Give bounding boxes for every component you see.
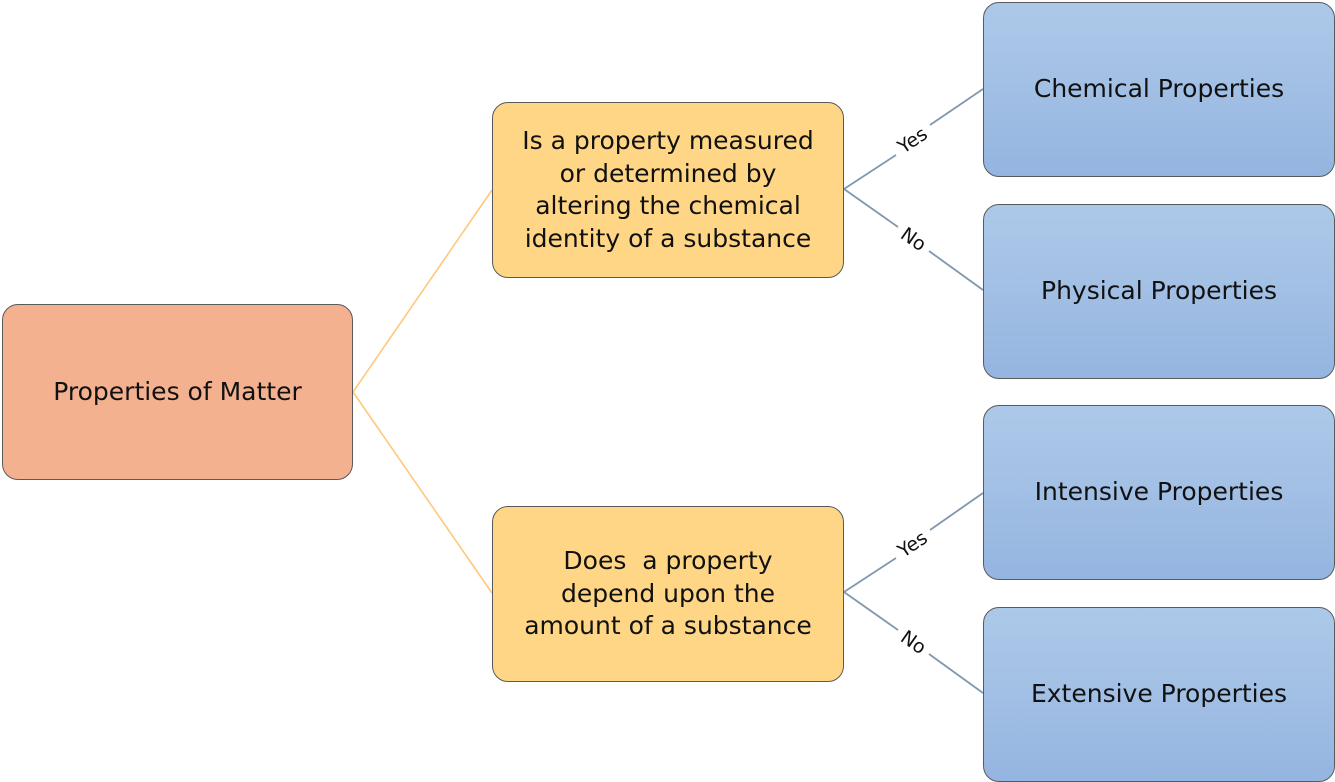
question-1-line: Is a property measured: [522, 126, 814, 155]
leaf-label: Extensive Properties: [1030, 679, 1288, 709]
question-2-line: Does a property: [563, 546, 773, 576]
edge-label-q2-yes: Yes: [893, 527, 932, 563]
leaf-node-physical-properties: Physical Properties: [983, 204, 1335, 379]
connector-q2-yes: [843, 557, 897, 593]
edge-label-q1-no: No: [896, 223, 930, 256]
connector-q2-no: [843, 591, 899, 631]
connector-root-to-question-2: [352, 391, 493, 594]
leaf-node-intensive-properties: Intensive Properties: [983, 405, 1335, 580]
edge-label-q1-yes: Yes: [893, 123, 932, 159]
edge-label-q2-no: No: [896, 626, 930, 659]
question-1-line: altering the chemical: [535, 191, 801, 220]
leaf-node-chemical-properties: Chemical Properties: [983, 2, 1335, 177]
connector-q2-yes: [929, 492, 984, 531]
leaf-label: Intensive Properties: [1034, 477, 1284, 507]
leaf-node-extensive-properties: Extensive Properties: [983, 607, 1335, 782]
question-2-line: depend upon the: [560, 578, 775, 608]
connector-q1-yes: [843, 154, 897, 190]
question-node-chemical-identity: Is a property measured or determined by …: [492, 102, 844, 278]
question-2-line: amount of a substance: [524, 611, 812, 641]
question-1-line: or determined by: [559, 158, 777, 188]
question-node-amount-dependence: Does a property depend upon the amount o…: [492, 506, 844, 682]
leaf-label: Physical Properties: [1041, 276, 1277, 306]
connector-root-to-question-1: [352, 189, 493, 393]
connector-q1-no: [843, 188, 899, 228]
question-1-line: identity of a substance: [524, 223, 812, 253]
connector-q1-no: [928, 250, 984, 291]
leaf-label: Chemical Properties: [1033, 74, 1285, 104]
connector-q2-no: [928, 653, 984, 694]
root-node-label: Properties of Matter: [53, 376, 302, 406]
root-node-properties-of-matter: Properties of Matter: [2, 304, 353, 480]
connector-q1-yes: [929, 88, 984, 126]
